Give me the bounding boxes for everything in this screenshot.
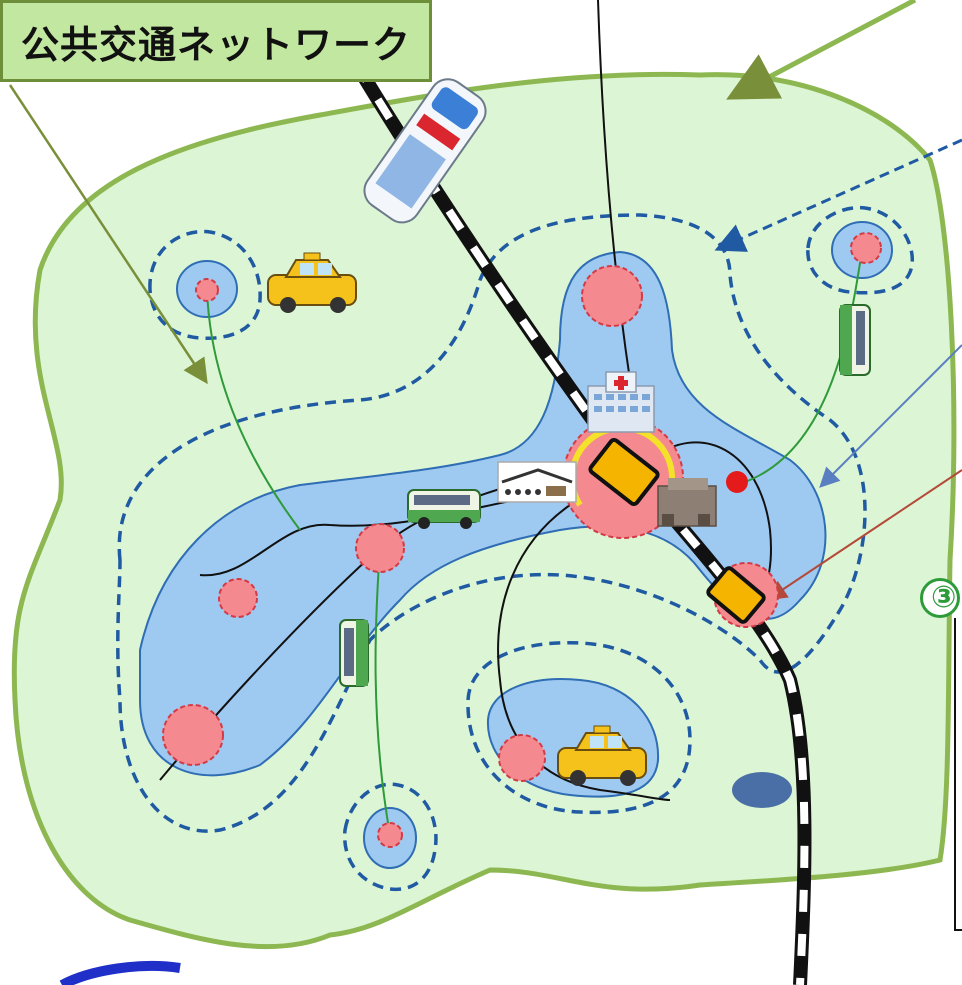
dashed-catchment-zones — [116, 205, 914, 892]
blue-zone-main — [139, 250, 827, 777]
se-vehicle-icon — [706, 566, 766, 624]
taxi-icon — [267, 252, 357, 313]
node-north — [581, 265, 643, 327]
node-sw-large — [162, 704, 224, 766]
node-south — [498, 734, 546, 782]
arrow-to-node — [766, 469, 962, 601]
hospital-icon — [587, 371, 655, 433]
bus-icon — [839, 304, 871, 376]
bus-icon — [407, 489, 481, 529]
dashed-zone-nw — [148, 229, 262, 340]
node-sw-small — [377, 822, 403, 848]
rail-track-icon — [349, 58, 812, 985]
node-nw — [195, 278, 219, 302]
side-marker: ③ — [920, 578, 960, 618]
arrow-to-blue-zone — [819, 344, 962, 488]
arrow-to-dashed-zone — [714, 138, 962, 252]
node-ne — [850, 232, 882, 264]
dashed-zone-main — [116, 213, 867, 833]
nodes — [162, 232, 882, 848]
bottom-partial-shape — [59, 961, 181, 985]
bus-icon — [339, 619, 369, 687]
page-title: 公共交通ネットワーク — [0, 0, 432, 82]
arrow-to-city — [726, 0, 917, 100]
arrow-to-network — [8, 84, 208, 385]
train-icon — [363, 78, 487, 224]
building-icon — [657, 478, 717, 527]
side-panel-edge — [954, 618, 962, 931]
dashed-zone-sw — [342, 782, 438, 892]
node-west-b — [218, 578, 258, 618]
transfer-point — [726, 471, 748, 493]
pond — [732, 772, 792, 808]
node-west-a — [355, 523, 405, 573]
station-icon — [497, 461, 577, 503]
taxi-icon — [557, 725, 647, 786]
dashed-zone-s — [466, 640, 692, 815]
green-feeder-routes — [206, 249, 863, 836]
